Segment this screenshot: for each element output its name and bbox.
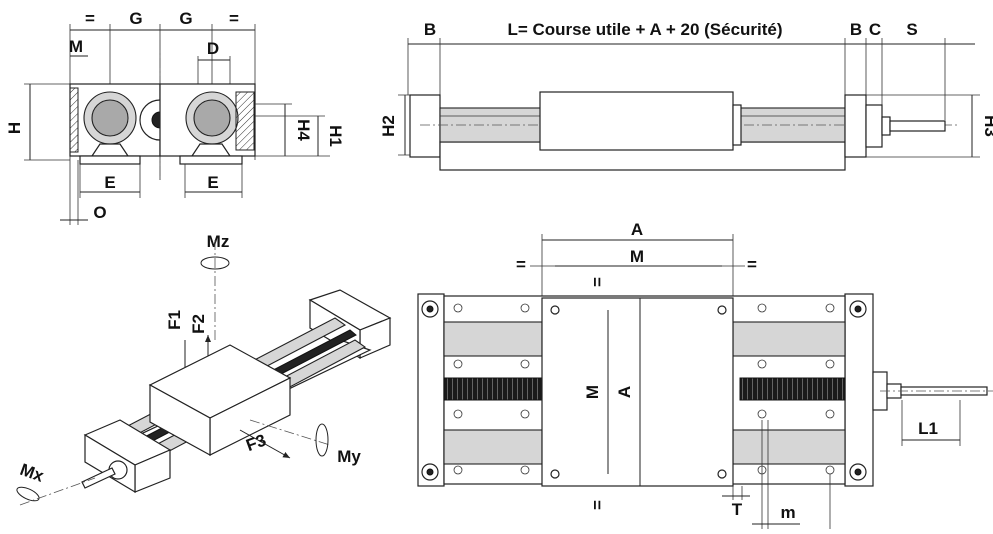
dim-h: H bbox=[5, 122, 24, 134]
dim-equal-left: = bbox=[85, 9, 95, 28]
dim-equal-right: = bbox=[229, 9, 239, 28]
end-section-view: = G G = M D H bbox=[5, 9, 345, 225]
dim-d: D bbox=[207, 39, 219, 58]
dim-h4: H4 bbox=[294, 119, 313, 141]
dim-s: S bbox=[906, 20, 917, 39]
dim-equal-plan-bottom: = bbox=[588, 500, 607, 510]
dim-b-left: B bbox=[424, 20, 436, 39]
dim-equal-plan-left: = bbox=[516, 255, 526, 274]
dim-m-small: m bbox=[780, 503, 795, 522]
moment-mx: Mx bbox=[18, 460, 47, 486]
dim-a-vertical: A bbox=[615, 386, 634, 398]
dim-equal-plan-top: = bbox=[588, 277, 607, 287]
force-f1: F1 bbox=[165, 310, 184, 330]
dim-m-top: M bbox=[69, 37, 83, 56]
dim-l1: L1 bbox=[918, 419, 938, 438]
force-f2: F2 bbox=[189, 314, 208, 334]
dim-g-right: G bbox=[179, 9, 192, 28]
dim-e-left: E bbox=[104, 173, 115, 192]
dim-o: O bbox=[93, 203, 106, 222]
dim-a-top: A bbox=[631, 220, 643, 239]
dim-m-vertical: M bbox=[583, 385, 602, 399]
dim-h2: H2 bbox=[379, 115, 398, 137]
top-plan-view: A M = = = = bbox=[417, 220, 993, 529]
dim-t: T bbox=[732, 500, 743, 519]
dim-b-right: B bbox=[850, 20, 862, 39]
dim-equal-plan-right: = bbox=[747, 255, 757, 274]
dim-g-left: G bbox=[129, 9, 142, 28]
dim-c: C bbox=[869, 20, 881, 39]
isometric-view: Mz F1 F2 F3 My Mx bbox=[16, 232, 392, 506]
dim-h3: H3 bbox=[981, 115, 993, 137]
dim-l-formula: L= Course utile + A + 20 (Sécurité) bbox=[507, 20, 782, 39]
moment-my: My bbox=[337, 447, 361, 466]
dim-e-right: E bbox=[207, 173, 218, 192]
dim-m-plan: M bbox=[630, 247, 644, 266]
dim-h1: H1 bbox=[326, 125, 345, 147]
side-elevation-view: B L= Course utile + A + 20 (Sécurité) B … bbox=[379, 20, 993, 171]
moment-mz: Mz bbox=[207, 232, 230, 251]
